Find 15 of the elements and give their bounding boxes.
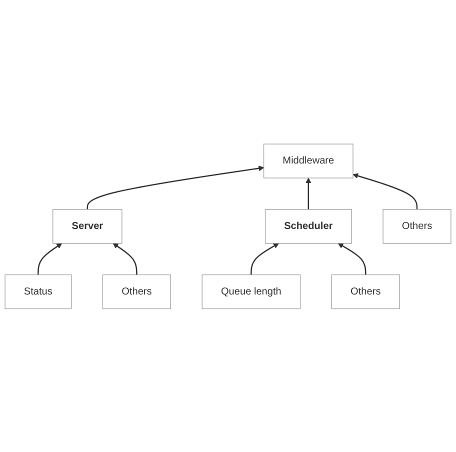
arrow xyxy=(86,165,264,210)
arrow xyxy=(250,242,279,274)
arrow xyxy=(338,242,366,274)
arrow xyxy=(306,177,312,210)
node-box: Scheduler xyxy=(264,208,352,244)
node-box: Status xyxy=(4,274,72,309)
arrow xyxy=(112,242,138,274)
node-box: Others xyxy=(331,274,400,309)
arrow xyxy=(38,242,62,274)
node-box: Middleware xyxy=(264,143,354,178)
arrow xyxy=(352,172,418,210)
node-box: Others xyxy=(382,208,452,244)
node-box: Server xyxy=(52,208,122,244)
node-box: Queue length xyxy=(202,274,301,309)
node-box: Others xyxy=(102,274,171,309)
